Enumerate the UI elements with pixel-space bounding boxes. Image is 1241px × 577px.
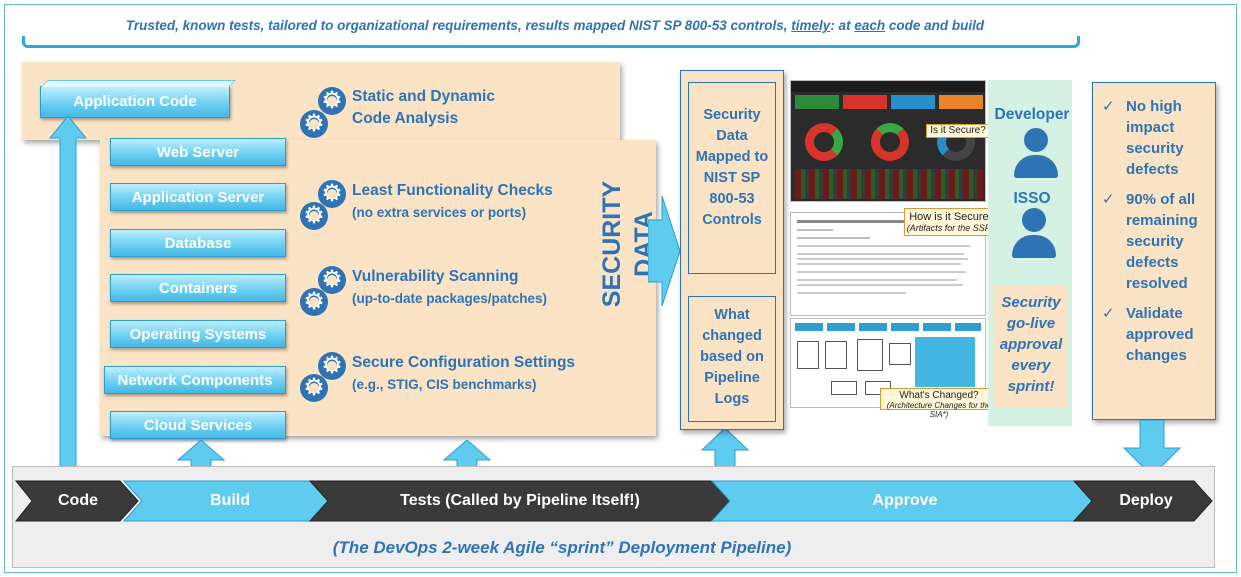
- developer-person-icon: [1014, 128, 1058, 178]
- layer-application-server: Application Server: [110, 183, 286, 211]
- isso-label: ISSO: [1013, 190, 1051, 207]
- check-vulnerability-scanning: Vulnerability Scanning(up-to-date packag…: [352, 268, 548, 306]
- stage-deploy: Deploy: [1119, 492, 1173, 509]
- dashboard-screenshot: [790, 80, 986, 202]
- stage-build: Build: [210, 492, 250, 509]
- developer-label: Developer: [994, 106, 1070, 123]
- layer-application-code: Application Code: [40, 80, 236, 118]
- gear-icon: ⚙: [300, 202, 328, 230]
- gear-icon: ⚙: [318, 87, 346, 115]
- deploy-check-item: No high impact security defects: [1100, 96, 1212, 180]
- gear-icon: ⚙: [318, 266, 346, 294]
- arrow-up-icon: [48, 116, 88, 478]
- arrow-up-icon: [700, 428, 750, 478]
- arrow-up-icon: [176, 440, 226, 478]
- arrow-right-icon: [648, 196, 680, 306]
- layer-network-components: Network Components: [104, 366, 286, 394]
- layer-cloud-services: Cloud Services: [110, 411, 286, 439]
- top-bracket: [22, 36, 1080, 48]
- stage-code: Code: [58, 492, 98, 509]
- gear-icon: ⚙: [318, 180, 346, 208]
- deploy-check-item: 90% of all remaining security defects re…: [1100, 189, 1212, 294]
- layer-database: Database: [110, 229, 286, 257]
- deploy-check-item: Validate approved changes: [1100, 303, 1212, 366]
- what-changed-box: What changed based on Pipeline Logs: [688, 296, 776, 422]
- gear-icon: ⚙: [300, 110, 328, 138]
- bottom-caption: (The DevOps 2-week Agile “sprint” Deploy…: [332, 538, 792, 557]
- pipeline-chevrons: [14, 480, 1213, 522]
- top-caption: Trusted, known tests, tailored to organi…: [125, 18, 985, 33]
- outer-frame: [4, 4, 1237, 573]
- whats-changed-callout: What's Changed? (Architecture Changes fo…: [880, 388, 998, 419]
- arrow-up-icon: [442, 440, 492, 478]
- stage-approve: Approve: [872, 492, 938, 509]
- layer-operating-systems: Operating Systems: [110, 320, 286, 348]
- isso-person-icon: [1012, 208, 1056, 258]
- gear-icon: ⚙: [300, 374, 328, 402]
- how-secure-callout: How is it Secure? (Artifacts for the SSP…: [904, 208, 1000, 236]
- gear-icon: ⚙: [318, 352, 346, 380]
- security-data-label: SECURITY DATA: [598, 180, 658, 308]
- arrow-down-icon: [1122, 420, 1182, 477]
- is-it-secure-callout: Is it Secure?: [926, 124, 990, 138]
- stage-tests: Tests (Called by Pipeline Itself!): [400, 492, 640, 509]
- deploy-checklist: No high impact security defects 90% of a…: [1100, 96, 1212, 375]
- check-least-functionality: Least Functionality Checks(no extra serv…: [352, 182, 553, 220]
- check-secure-configuration: Secure Configuration Settings(e.g., STIG…: [352, 354, 576, 392]
- layer-web-server: Web Server: [110, 138, 286, 166]
- layer-containers: Containers: [110, 274, 286, 302]
- mapped-controls-box: Security Data Mapped to NIST SP 800-53 C…: [688, 82, 776, 274]
- gear-icon: ⚙: [300, 288, 328, 316]
- approval-note: Security go-live approval every sprint!: [994, 286, 1068, 408]
